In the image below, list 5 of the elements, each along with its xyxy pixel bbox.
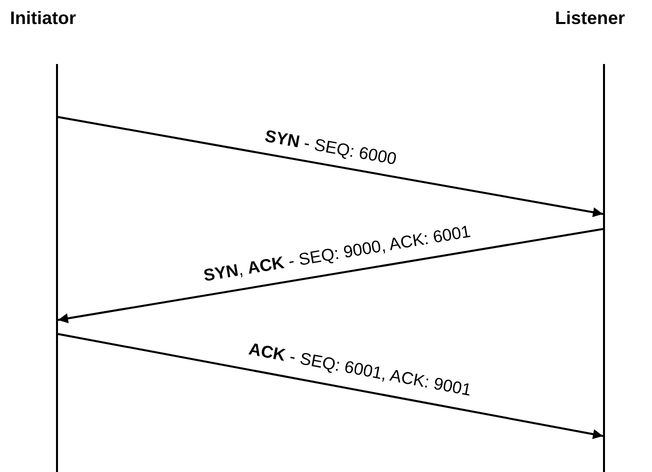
participant-label: Initiator <box>10 8 76 29</box>
arrow <box>58 333 604 440</box>
arrow <box>58 228 604 324</box>
arrow <box>58 116 604 218</box>
participant-label: Listener <box>555 8 626 29</box>
